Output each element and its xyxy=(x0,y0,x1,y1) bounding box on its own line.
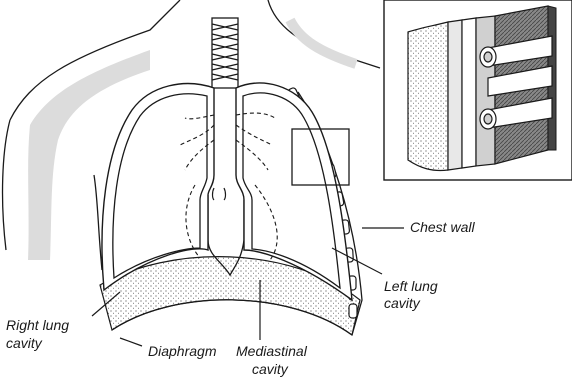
chest-wall-detail-inset xyxy=(384,0,572,180)
label-diaphragm: Diaphragm xyxy=(148,343,216,360)
label-left-lung-cavity-2: cavity xyxy=(384,295,420,312)
label-mediastinal-cavity-1: Mediastinal xyxy=(236,343,307,360)
trachea xyxy=(212,18,238,88)
label-chest-wall: Chest wall xyxy=(410,219,475,236)
label-right-lung-cavity-1: Right lung xyxy=(6,317,69,334)
label-mediastinal-cavity-2: cavity xyxy=(252,361,288,378)
label-right-lung-cavity-2: cavity xyxy=(6,335,42,352)
label-left-lung-cavity-1: Left lung xyxy=(384,278,438,295)
